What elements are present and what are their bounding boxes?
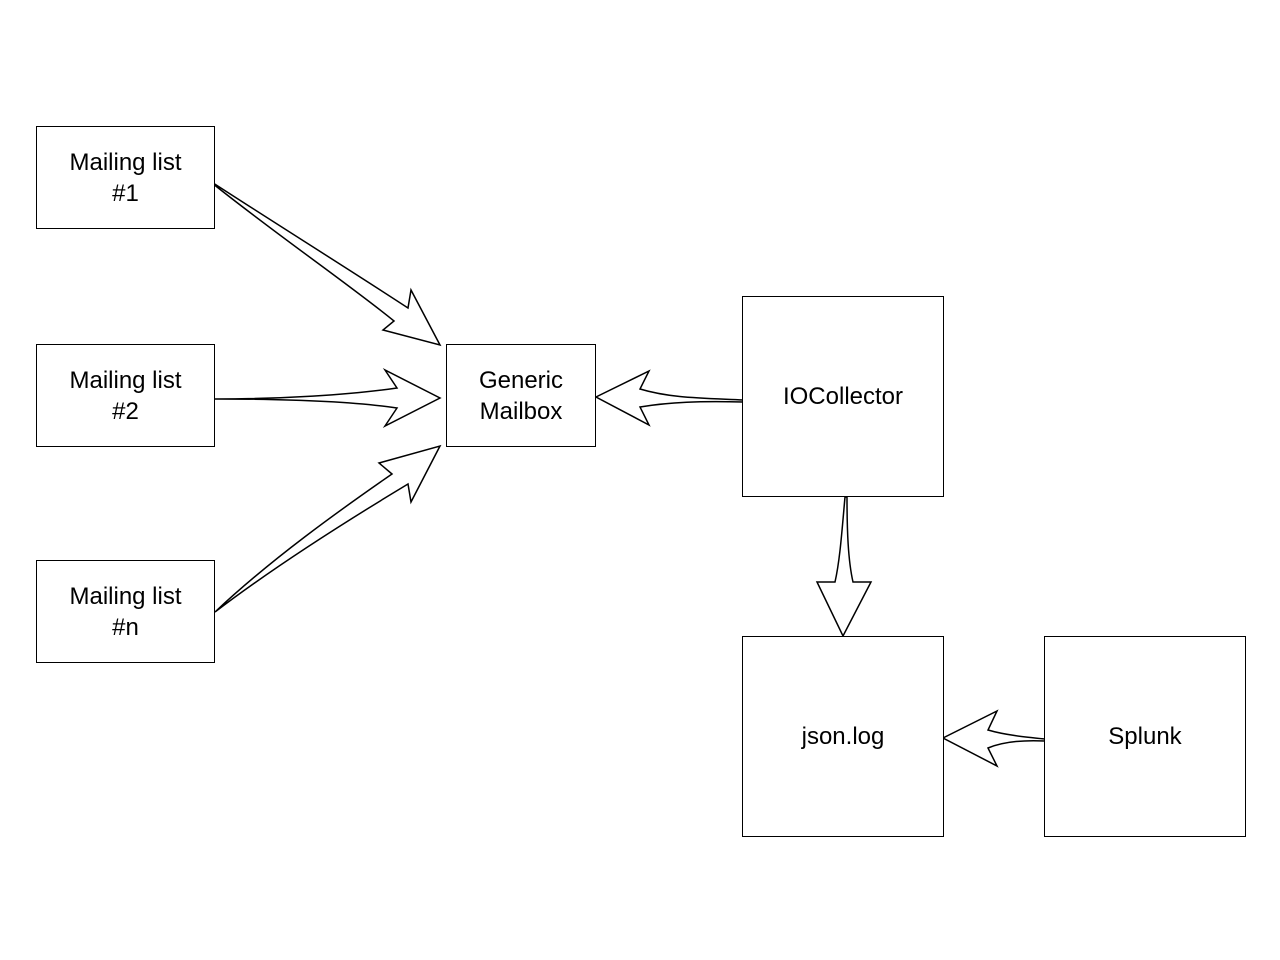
json-log-node: json.log (742, 636, 944, 837)
arrow-iocollector-to-jsonlog (815, 496, 873, 638)
splunk-node: Splunk (1044, 636, 1246, 837)
mailing-list-2-node: Mailing list #2 (36, 344, 215, 447)
generic-mailbox-label: Generic Mailbox (478, 366, 564, 425)
splunk-label: Splunk (1108, 723, 1182, 750)
mailing-list-n-label: Mailing list #n (69, 582, 182, 641)
generic-mailbox-node: Generic Mailbox (446, 344, 596, 447)
mailing-list-1-node: Mailing list #1 (36, 126, 215, 229)
arrow-iocollector-to-mailbox (594, 369, 744, 427)
iocollector-node: IOCollector (742, 296, 944, 497)
arrow-ml1-to-mailbox (206, 178, 442, 347)
arrow-splunk-to-jsonlog (941, 709, 1046, 768)
iocollector-label: IOCollector (782, 383, 904, 410)
arrow-mln-to-mailbox (214, 444, 442, 613)
mailing-list-2-label: Mailing list #2 (69, 366, 182, 425)
mailing-list-n-node: Mailing list #n (36, 560, 215, 663)
json-log-label: json.log (801, 723, 885, 750)
mailing-list-1-label: Mailing list #1 (69, 148, 182, 207)
arrow-ml2-to-mailbox (214, 368, 442, 428)
